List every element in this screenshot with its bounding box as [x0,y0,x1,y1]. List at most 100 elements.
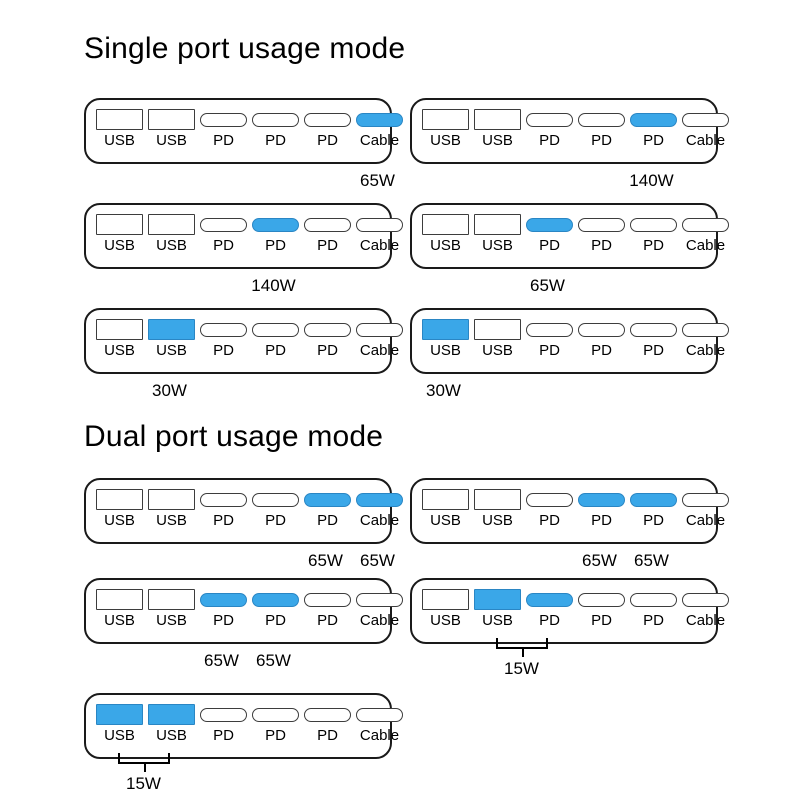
port-slot-inactive[interactable] [304,113,351,127]
port-pd-5[interactable]: PD [304,708,351,744]
port-slot-inactive[interactable] [252,708,299,722]
port-cable-6[interactable]: Cable [682,593,729,629]
port-slot-active[interactable] [630,493,677,507]
port-pd-3[interactable]: PD [200,218,247,254]
port-slot-inactive[interactable] [304,593,351,607]
port-slot-inactive[interactable] [148,109,195,130]
port-usb-1[interactable]: USB [422,109,469,149]
port-pd-4[interactable]: PD [252,218,299,254]
port-pd-4[interactable]: PD [578,493,625,529]
port-pd-5[interactable]: PD [630,323,677,359]
port-slot-inactive[interactable] [682,113,729,127]
port-slot-inactive[interactable] [578,218,625,232]
port-slot-inactive[interactable] [96,214,143,235]
port-pd-5[interactable]: PD [630,593,677,629]
port-usb-2[interactable]: USB [148,489,195,529]
port-slot-active[interactable] [304,493,351,507]
port-slot-inactive[interactable] [422,489,469,510]
port-usb-2[interactable]: USB [474,214,521,254]
port-slot-active[interactable] [148,319,195,340]
port-cable-6[interactable]: Cable [682,323,729,359]
port-slot-active[interactable] [252,218,299,232]
port-slot-active[interactable] [630,113,677,127]
port-slot-active[interactable] [356,493,403,507]
port-slot-inactive[interactable] [200,323,247,337]
port-pd-4[interactable]: PD [578,113,625,149]
port-usb-1[interactable]: USB [96,489,143,529]
port-pd-4[interactable]: PD [578,218,625,254]
port-slot-inactive[interactable] [148,214,195,235]
port-pd-4[interactable]: PD [252,593,299,629]
port-slot-inactive[interactable] [682,593,729,607]
port-pd-3[interactable]: PD [200,593,247,629]
port-slot-active[interactable] [356,113,403,127]
port-slot-inactive[interactable] [578,113,625,127]
port-pd-3[interactable]: PD [200,113,247,149]
port-pd-4[interactable]: PD [252,708,299,744]
port-pd-3[interactable]: PD [200,708,247,744]
port-cable-6[interactable]: Cable [356,493,403,529]
port-slot-inactive[interactable] [526,113,573,127]
port-slot-inactive[interactable] [200,493,247,507]
port-pd-3[interactable]: PD [526,493,573,529]
port-pd-5[interactable]: PD [304,218,351,254]
port-usb-1[interactable]: USB [422,319,469,359]
port-usb-1[interactable]: USB [96,214,143,254]
port-slot-inactive[interactable] [682,323,729,337]
port-usb-2[interactable]: USB [148,319,195,359]
port-usb-2[interactable]: USB [474,109,521,149]
port-slot-inactive[interactable] [96,489,143,510]
port-pd-5[interactable]: PD [630,218,677,254]
port-slot-active[interactable] [148,704,195,725]
port-slot-active[interactable] [474,589,521,610]
port-cable-6[interactable]: Cable [356,593,403,629]
port-pd-4[interactable]: PD [252,113,299,149]
port-pd-4[interactable]: PD [578,593,625,629]
port-slot-inactive[interactable] [474,109,521,130]
port-slot-inactive[interactable] [682,493,729,507]
port-pd-5[interactable]: PD [304,323,351,359]
port-slot-inactive[interactable] [200,218,247,232]
port-pd-5[interactable]: PD [630,493,677,529]
port-usb-2[interactable]: USB [148,109,195,149]
port-slot-active[interactable] [200,593,247,607]
port-slot-inactive[interactable] [356,708,403,722]
port-usb-1[interactable]: USB [96,109,143,149]
port-slot-inactive[interactable] [252,113,299,127]
port-slot-inactive[interactable] [630,218,677,232]
port-cable-6[interactable]: Cable [356,218,403,254]
port-cable-6[interactable]: Cable [682,218,729,254]
port-pd-4[interactable]: PD [578,323,625,359]
port-pd-5[interactable]: PD [304,113,351,149]
port-slot-inactive[interactable] [526,323,573,337]
port-slot-inactive[interactable] [252,323,299,337]
port-cable-6[interactable]: Cable [356,113,403,149]
port-slot-active[interactable] [526,218,573,232]
port-slot-active[interactable] [252,593,299,607]
port-slot-inactive[interactable] [630,323,677,337]
port-slot-inactive[interactable] [422,109,469,130]
port-slot-inactive[interactable] [148,589,195,610]
port-slot-inactive[interactable] [304,218,351,232]
port-usb-1[interactable]: USB [422,589,469,629]
port-slot-active[interactable] [422,319,469,340]
port-usb-2[interactable]: USB [148,704,195,744]
port-slot-inactive[interactable] [682,218,729,232]
port-cable-6[interactable]: Cable [682,493,729,529]
port-usb-1[interactable]: USB [96,319,143,359]
port-cable-6[interactable]: Cable [356,708,403,744]
port-slot-inactive[interactable] [96,589,143,610]
port-slot-inactive[interactable] [474,489,521,510]
port-pd-5[interactable]: PD [630,113,677,149]
port-pd-5[interactable]: PD [304,493,351,529]
port-slot-inactive[interactable] [630,593,677,607]
port-slot-inactive[interactable] [422,214,469,235]
port-slot-inactive[interactable] [200,113,247,127]
port-pd-3[interactable]: PD [526,323,573,359]
port-slot-inactive[interactable] [526,493,573,507]
port-pd-3[interactable]: PD [526,113,573,149]
port-slot-inactive[interactable] [578,593,625,607]
port-slot-inactive[interactable] [578,323,625,337]
port-pd-3[interactable]: PD [200,323,247,359]
port-slot-inactive[interactable] [356,593,403,607]
